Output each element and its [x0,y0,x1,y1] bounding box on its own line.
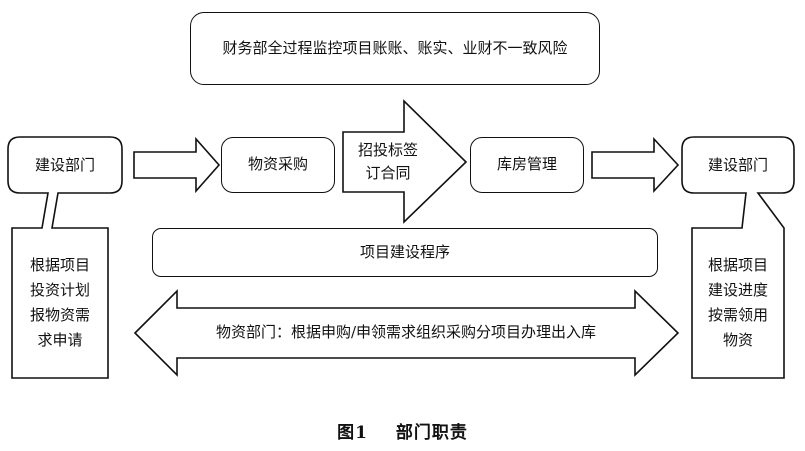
tender-label-line: 招投标签 [357,141,418,159]
right-dept-callout-shape [681,136,795,379]
finance-monitoring-label: 财务部全过程监控项目账账、账实、业财不一致风险 [222,38,568,57]
tender-label: 招投标签 订合同 [343,139,433,184]
material-dept-label: 物资部门：根据申购/申领需求组织采购分项目办理出入库 [215,323,597,341]
left-note-line: 报物资需 [29,306,90,324]
warehouse-box: 库房管理 [470,137,584,193]
right-dept-note: 根据项目 建设进度 按需领用 物资 [692,253,784,353]
program-box: 项目建设程序 [152,228,658,277]
left-note-line: 根据项目 [29,256,90,274]
left-dept-label: 建设部门 [34,156,95,174]
figure-caption: 图1 部门职责 [0,418,805,443]
figure-number: 图1 [337,423,368,443]
program-label: 项目建设程序 [359,242,450,261]
right-note-line: 根据项目 [707,256,768,274]
left-dept-callout-shape [7,136,123,379]
finance-monitoring-box: 财务部全过程监控项目账账、账实、业财不一致风险 [190,12,600,85]
right-note-line: 按需领用 [707,306,768,324]
arrow-dept-to-purchase [133,136,221,194]
left-note-line: 求申请 [37,331,83,349]
purchase-box: 物资采购 [221,137,335,193]
right-note-line: 物资 [722,331,753,349]
figure-title: 部门职责 [395,423,468,443]
purchase-label: 物资采购 [247,155,308,174]
warehouse-label: 库房管理 [496,155,557,174]
bottom-double-arrow-shape [133,289,680,377]
left-dept-note: 根据项目 投资计划 报物资需 求申请 [12,253,108,353]
arrow-warehouse-to-dept [591,136,680,194]
tender-label-line: 订合同 [365,163,411,182]
left-note-line: 投资计划 [29,281,90,299]
right-dept-label: 建设部门 [707,156,768,174]
right-note-line: 建设进度 [707,281,768,299]
arrow-tender-shape [342,99,468,224]
